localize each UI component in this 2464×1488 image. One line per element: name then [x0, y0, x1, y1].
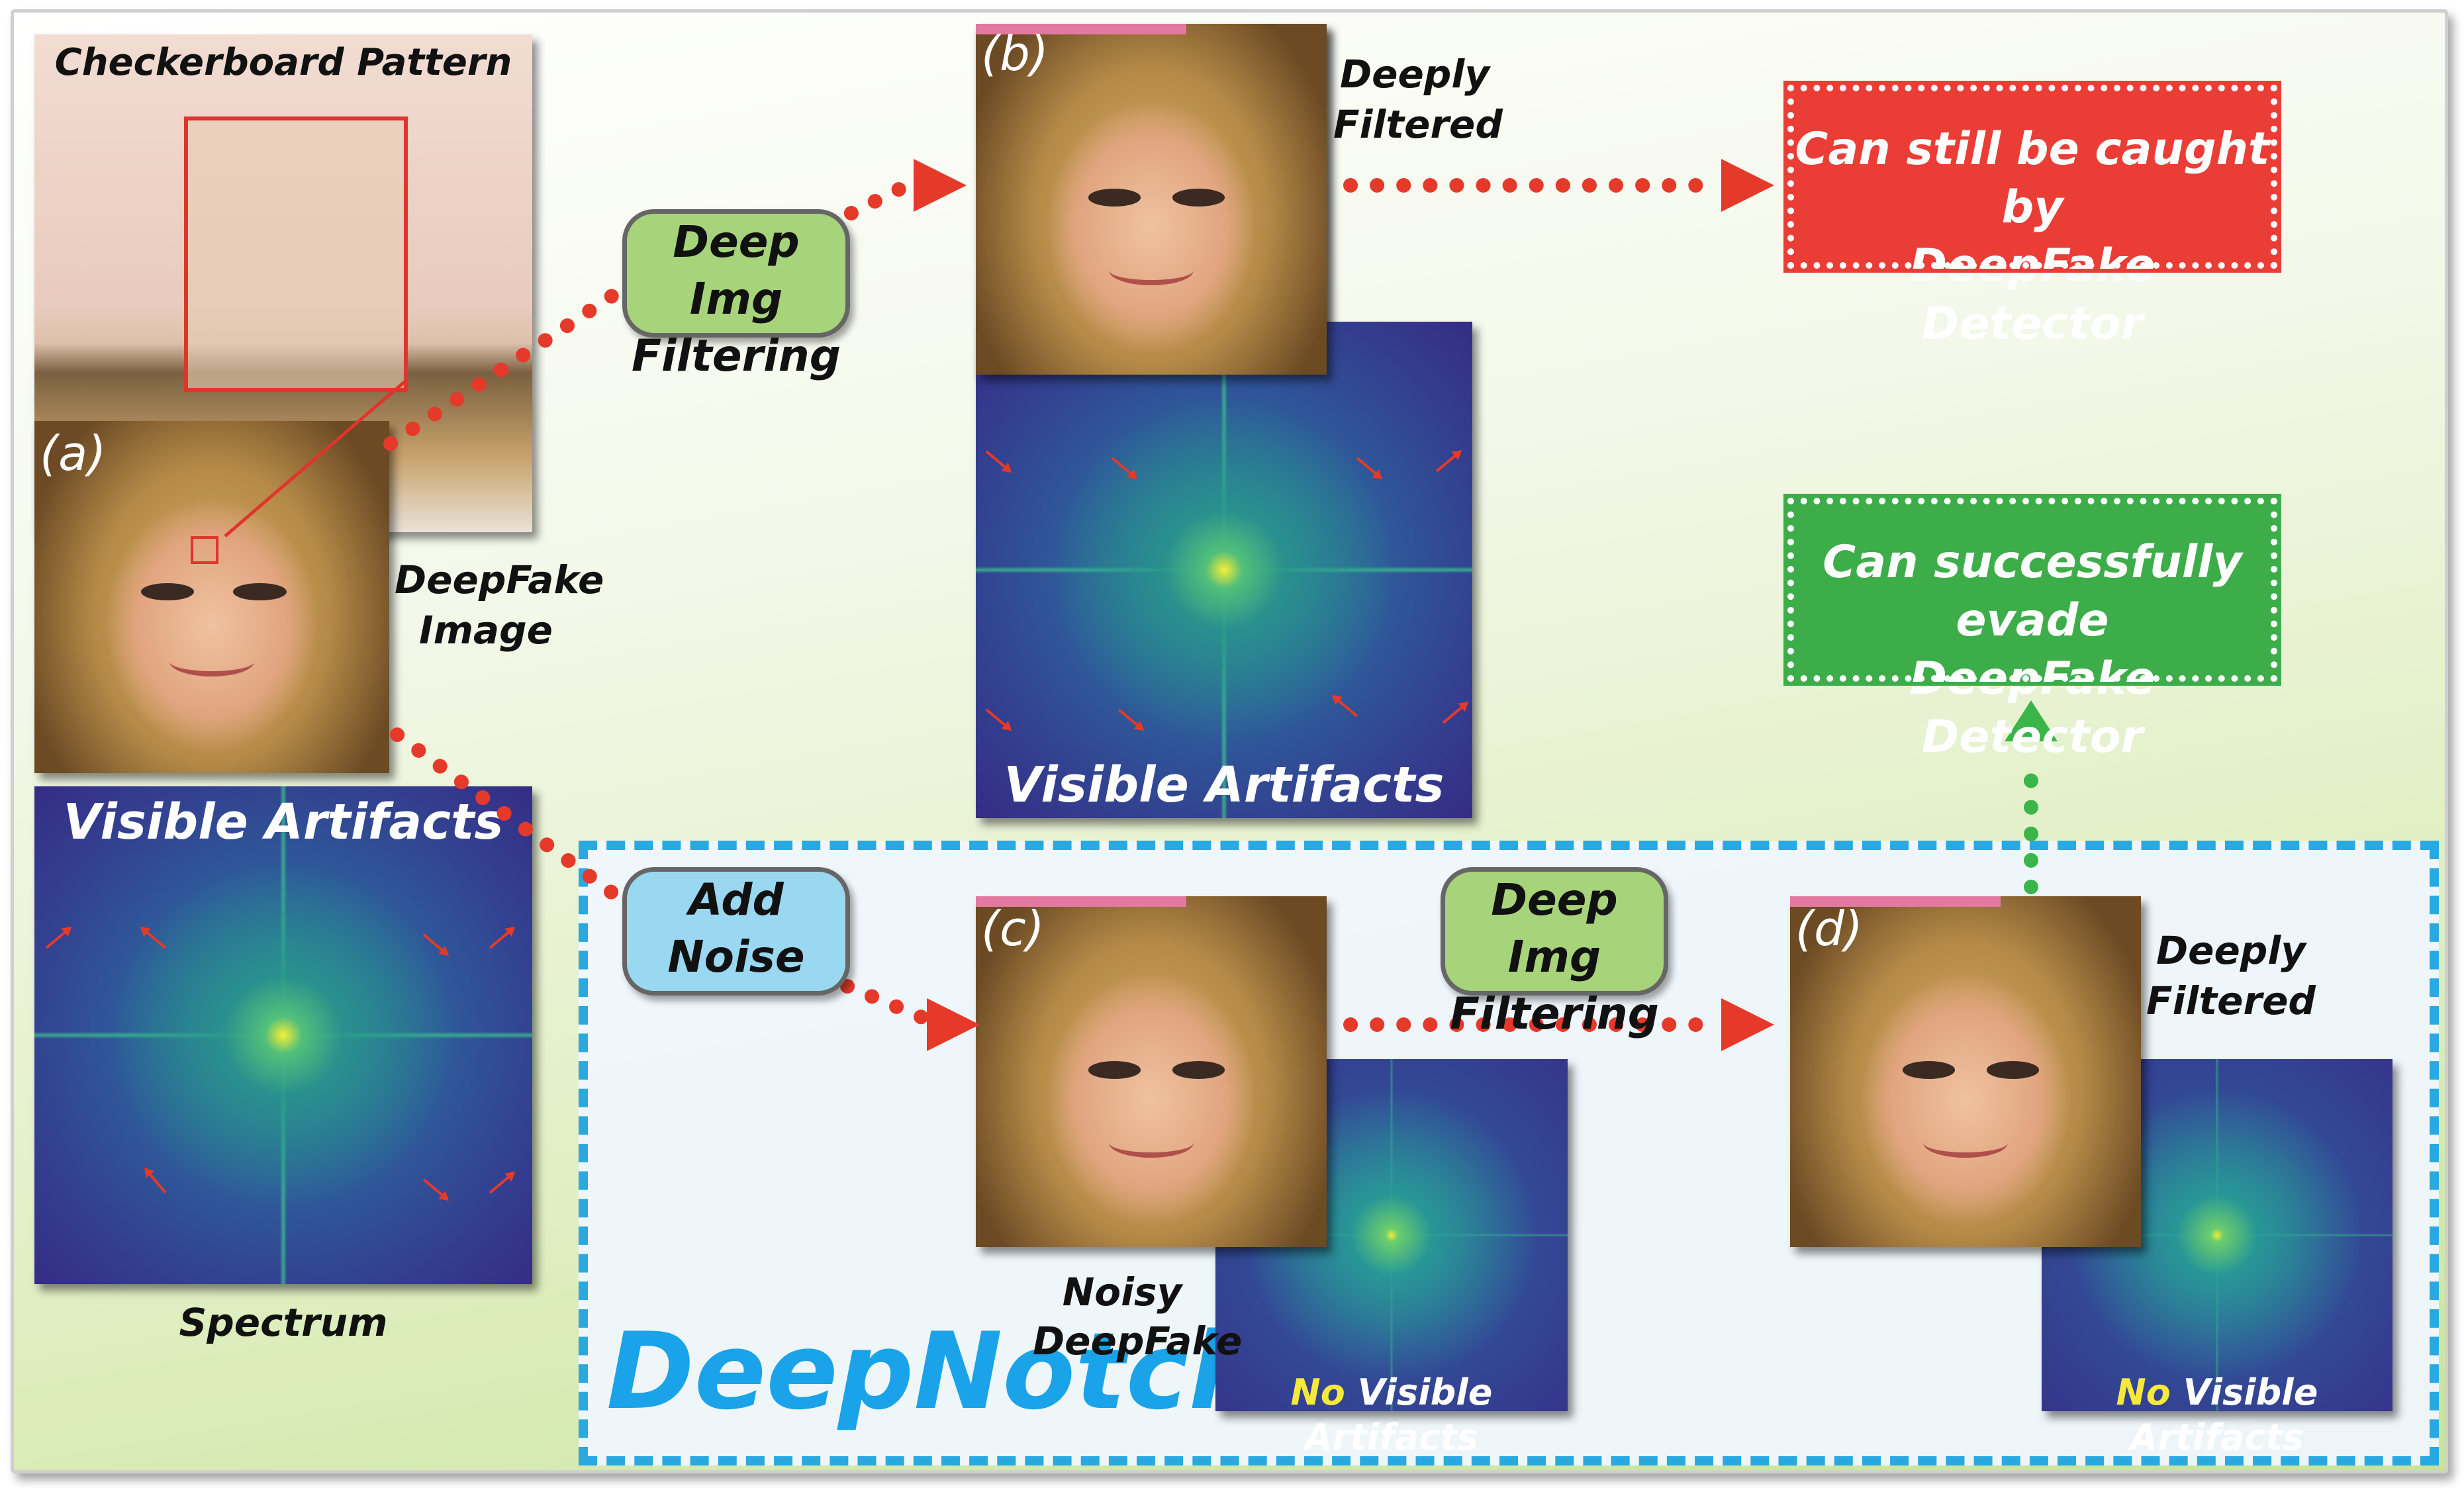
caught-outcome-box: Can still be caught by DeepFake Detector	[1783, 81, 2281, 350]
no-rest-d: Visible Artifacts	[2130, 1372, 2318, 1458]
mouth	[1923, 1128, 2008, 1158]
deeply-filtered-d-line1: Deeply	[2156, 928, 2306, 973]
filter-bottom-line1: Deep Img	[1491, 874, 1618, 982]
eye-left	[1088, 1061, 1141, 1079]
eye-left	[140, 582, 195, 601]
no-visible-artifacts-c: No Visible Artifacts	[1215, 1370, 1568, 1460]
arrow-head-green	[2005, 700, 2058, 741]
add-noise-step: Add Noise	[622, 867, 850, 996]
deeply-filtered-b-line1: Deeply	[1339, 52, 1490, 97]
deeply-filtered-b-line2: Filtered	[1333, 102, 1503, 147]
face-b-front	[976, 24, 1327, 375]
filter-bottom-line2: Filtering	[1449, 988, 1660, 1039]
evade-line2: DeepFake Detector	[1909, 653, 2156, 763]
face-d	[1790, 896, 2141, 1247]
noisy-deepfake-line1: Noisy	[1062, 1270, 1182, 1315]
mouth	[169, 646, 255, 676]
deep-img-filtering-bottom: Deep Img Filtering	[1441, 867, 1668, 1039]
deepfake-image-label-line2: Image	[418, 608, 553, 653]
add-noise-line1: Add	[688, 874, 784, 925]
no-visible-artifacts-d: No Visible Artifacts	[2042, 1370, 2393, 1460]
panel-c-label: (c)	[981, 901, 1045, 956]
face-a	[34, 421, 389, 773]
no-word-c: No	[1290, 1372, 1345, 1413]
filtered-image-b-front	[976, 24, 1327, 375]
mouth	[1109, 1128, 1194, 1158]
deeply-filtered-d-line2: Filtered	[2146, 978, 2316, 1023]
no-rest-c: Visible Artifacts	[1304, 1372, 1493, 1458]
add-noise-line2: Noise	[667, 931, 805, 982]
noisy-image-c	[976, 896, 1327, 1247]
caught-line2: DeepFake Detector	[1909, 240, 2156, 350]
noisy-deepfake-line2: DeepFake	[1033, 1319, 1243, 1364]
checkerboard-source-box	[191, 536, 218, 564]
arrow-heads	[914, 159, 1774, 1051]
panel-d-label: (d)	[1795, 901, 1863, 956]
eye-right	[233, 582, 287, 601]
mouth	[1109, 256, 1194, 285]
spectrum-b	[976, 322, 1472, 818]
panel-a-label: (a)	[40, 426, 107, 481]
deepfake-image-a	[34, 421, 389, 773]
eye-right	[1172, 189, 1225, 207]
evade-outcome-box: Can successfully evade DeepFake Detector	[1783, 494, 2281, 763]
eye-left	[1088, 189, 1141, 207]
eye-right	[1986, 1061, 2040, 1079]
filter-top-line1: Deep Img	[673, 216, 800, 324]
no-word-d: No	[2116, 1372, 2171, 1413]
panel-b-label-front: (b)	[981, 26, 1049, 81]
checkerboard-label: Checkerboard Pattern	[54, 41, 512, 84]
face-c	[976, 896, 1327, 1247]
evade-line1: Can successfully evade	[1823, 536, 2242, 647]
deep-img-filtering-top: Deep Img Filtering	[622, 209, 850, 381]
filter-top-line2: Filtering	[631, 330, 841, 381]
spectrum-a	[34, 786, 532, 1284]
deepfake-image-label-line1: DeepFake	[395, 557, 604, 602]
checkerboard-highlight-box	[184, 116, 408, 392]
filtered-image-d	[1790, 896, 2141, 1247]
eye-right	[1172, 1061, 1225, 1079]
visible-artifacts-a: Visible Artifacts	[63, 794, 504, 851]
spectrum-label: Spectrum	[179, 1300, 388, 1345]
arrow-a-to-filter	[383, 178, 1729, 1032]
caught-line1: Can still be caught by	[1795, 123, 2270, 234]
deepnotch-title: DeepNotch	[606, 1309, 1264, 1433]
visible-artifacts-b: Visible Artifacts	[1004, 757, 1445, 814]
eye-left	[1902, 1061, 1956, 1079]
